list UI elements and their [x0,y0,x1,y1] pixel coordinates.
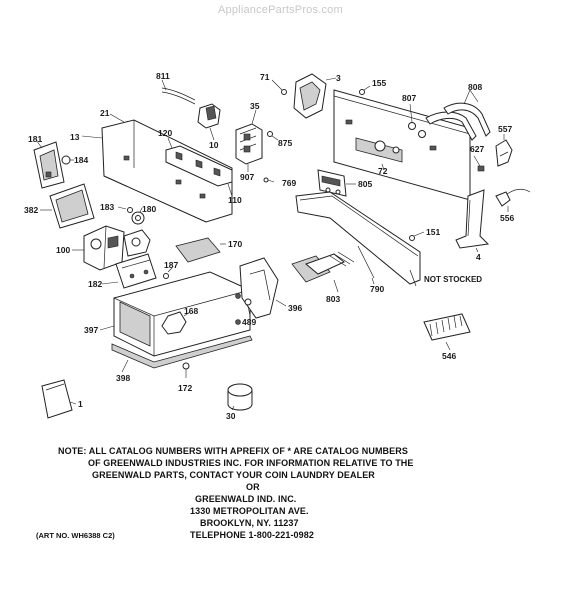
label-184: 184 [74,155,88,165]
part-627-clip [473,155,485,172]
label-803: 803 [326,294,340,304]
label-35: 35 [250,101,260,111]
label-120: 120 [158,128,172,138]
part-180-bearing [131,207,145,225]
label-489: 489 [242,317,256,327]
part-557-bracket [495,134,513,167]
label-30: 30 [226,411,236,421]
label-382: 382 [24,205,38,215]
label-183: 183 [100,202,114,212]
part-172-screw [182,362,190,378]
part-120-bracket [165,137,233,187]
label-811: 811 [156,71,170,81]
label-168: 168 [184,306,198,316]
label-170: 170 [228,239,242,249]
label-769: 769 [282,178,296,188]
note-line-8: TELEPHONE 1-800-221-0982 [190,530,314,540]
part-807-grommets [408,103,426,138]
note-line-6: 1330 METROPOLITAN AVE. [190,506,309,516]
label-790: 790 [370,284,384,294]
label-151: 151 [426,227,440,237]
part-182-bracket [101,253,157,289]
part-187-screw [163,267,173,279]
part-3-end-cap [293,73,337,119]
art-number: (ART NO. WH6388 C2) [36,531,115,540]
label-557: 557 [498,124,512,134]
part-808-hoses [425,89,491,141]
part-front-shroud [295,191,421,287]
part-1-manual [41,379,77,419]
part-4-side-bracket [455,189,490,253]
label-187: 187 [164,260,178,270]
part-72-control-panel [333,89,471,201]
label-100: 100 [56,245,70,255]
watermark: AppliancePartsPros.com [218,4,343,16]
leader-110 [227,183,233,197]
label-155: 155 [372,78,386,88]
part-489-screw [244,298,252,317]
label-805: 805 [358,179,372,189]
part-556-cord [495,188,531,212]
part-183-screw [117,206,133,213]
label-808: 808 [468,82,482,92]
label-546: 546 [442,351,456,361]
note-line-1: NOTE: ALL CATALOG NUMBERS WITH APREFIX O… [58,446,408,456]
note-line-5: GREENWALD IND. INC. [195,494,297,504]
label-907: 907 [240,172,254,182]
label-4: 4 [476,252,481,262]
part-10-switch [197,103,221,141]
part-805-switch-assembly [317,169,356,197]
label-180: 180 [142,204,156,214]
label-110: 110 [228,195,242,205]
label-398: 398 [116,373,130,383]
label-172: 172 [178,383,192,393]
part-100-timer [72,225,151,271]
part-397-control-box [99,271,251,357]
note-line-4: OR [246,482,260,492]
part-875-screw [267,131,279,141]
label-3: 3 [336,73,341,83]
label-71: 71 [260,72,270,82]
part-811-wire-harness [161,79,196,105]
part-151-screw [409,231,425,241]
label-556: 556 [500,213,514,223]
label-21: 21 [100,108,110,118]
part-184-knob [61,155,74,165]
part-168-nut [183,311,191,317]
part-13-control-housing [81,119,233,223]
label-875: 875 [278,138,292,148]
label-181: 181 [28,134,42,144]
part-181-module [33,139,65,189]
note-line-7: BROOKLYN, NY. 11237 [200,518,299,528]
label-13: 13 [70,132,80,142]
part-803-timer-motor [291,251,355,293]
label-182: 182 [88,279,102,289]
label-397: 397 [84,325,98,335]
label-627: 627 [470,144,484,154]
part-382-cover [40,183,95,229]
part-790-rod [357,245,375,285]
label-807: 807 [402,93,416,103]
part-907-relay-block [235,109,263,172]
note-line-3: GREENWALD PARTS, CONTACT YOUR COIN LAUND… [92,470,375,480]
part-155-screw [359,85,371,95]
part-170-insulation [175,237,226,263]
exploded-parts-diagram: 811 71 3 155 808 807 21 35 10 120 13 181… [24,71,531,421]
label-72: 72 [378,166,388,176]
label-not-stocked: NOT STOCKED [424,275,482,284]
part-71-screw [271,79,287,95]
part-546-harness-connector [423,313,471,351]
label-396: 396 [288,303,302,313]
label-1: 1 [78,399,83,409]
note-line-2: OF GREENWALD INDUSTRIES INC. FOR INFORMA… [88,458,414,468]
part-30-capacitor [227,383,253,411]
part-398-base-plate [111,335,253,373]
label-10: 10 [209,140,219,150]
part-769-screw [263,177,275,183]
